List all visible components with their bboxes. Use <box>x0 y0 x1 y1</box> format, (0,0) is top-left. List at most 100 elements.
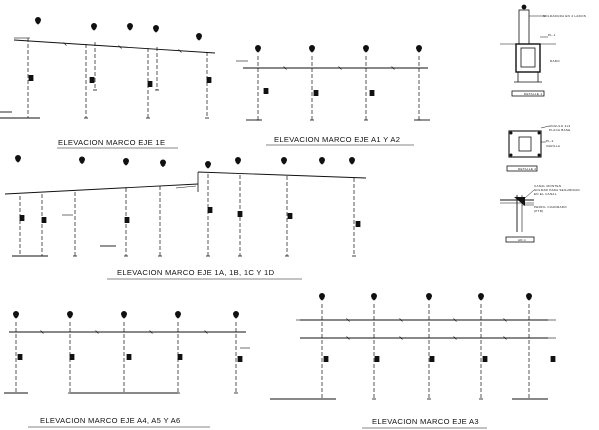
column-tag <box>89 77 95 83</box>
axis-marker <box>526 292 533 301</box>
column-tag <box>355 221 361 227</box>
frame-1a-1d <box>4 154 367 257</box>
column-tag <box>19 215 25 221</box>
axis-bubble <box>425 292 432 299</box>
axis-marker <box>91 22 98 31</box>
caption-box <box>506 165 538 172</box>
axis-pointer <box>363 50 369 53</box>
note-detail3-ptr: (PTR) <box>534 209 544 213</box>
axis-marker <box>123 157 130 166</box>
note-detail1-pedestal: DADO <box>550 59 560 63</box>
axis-bubble <box>35 16 42 23</box>
axis-pointer <box>233 316 239 319</box>
axis-marker <box>152 24 159 33</box>
roof-beam <box>13 39 216 54</box>
column-tag <box>41 217 47 223</box>
axis-marker <box>79 156 86 165</box>
axis-pointer <box>153 30 159 33</box>
axis-pointer <box>123 163 129 166</box>
roof-beam-left <box>4 183 199 195</box>
anchor-bolt <box>509 153 513 157</box>
axis-bubble <box>121 310 128 317</box>
roof-beam-right <box>197 171 367 179</box>
column-tag <box>237 356 243 362</box>
axis-pointer <box>426 298 432 301</box>
axis-marker <box>362 45 369 53</box>
column-outline <box>518 136 532 152</box>
axis-marker <box>127 22 134 31</box>
axis-bubble <box>67 310 74 317</box>
axis-bubble <box>127 22 134 29</box>
axis-bubble <box>362 45 369 52</box>
axis-pointer <box>255 50 261 53</box>
axis-pointer <box>196 38 202 41</box>
axis-pointer <box>67 316 73 319</box>
frame-a3 <box>270 292 556 400</box>
axis-marker <box>12 310 19 319</box>
anchor-bolt <box>509 131 513 135</box>
construction-details <box>500 4 556 243</box>
column-tag <box>126 354 132 360</box>
dimension-tick <box>391 66 395 70</box>
anchor-bolt <box>537 131 541 135</box>
dimension-tick <box>453 318 457 322</box>
axis-pointer <box>526 298 532 301</box>
axis-marker <box>308 45 315 53</box>
axis-bubble <box>415 45 422 52</box>
axis-marker <box>415 45 422 53</box>
column-tag <box>206 77 212 83</box>
caption-detail-2: DETALLE 2 <box>518 167 536 171</box>
dimension-tick <box>95 330 99 334</box>
axis-bubble <box>280 156 287 163</box>
column-tag <box>237 211 243 217</box>
column-section <box>518 9 530 45</box>
axis-pointer <box>160 164 166 168</box>
axis-pointer <box>309 50 315 53</box>
axis-bubble <box>254 45 261 52</box>
dimension-tick <box>346 318 350 322</box>
axis-bubble <box>526 292 533 299</box>
axis-marker <box>477 292 484 301</box>
dimension-tick <box>178 49 182 53</box>
note-detail2-rod: VARILLA <box>546 144 560 148</box>
axis-pointer <box>91 28 97 31</box>
axis-bubble <box>204 160 211 167</box>
column-tag <box>313 90 319 96</box>
frame-elevations <box>0 16 556 400</box>
dimension-tick <box>503 336 507 340</box>
axis-marker <box>234 156 241 165</box>
title-frame-a4-a6: ELEVACION MARCO EJE A4, A5 Y A6 <box>28 416 210 428</box>
frame-a4-a6 <box>4 310 250 394</box>
axis-marker <box>370 292 377 301</box>
base-plate <box>508 130 542 158</box>
axis-marker <box>35 16 42 25</box>
column-tag <box>263 88 269 94</box>
axis-bubble <box>79 156 86 163</box>
title-text-frame-1a-1d: ELEVACION MARCO EJE 1A, 1B, 1C Y 1D <box>117 268 275 277</box>
axis-marker <box>159 159 166 168</box>
column-tag <box>147 81 153 87</box>
axis-bubble <box>232 310 239 317</box>
axis-pointer <box>319 162 325 165</box>
note-detail1-weld: SOLDADURA EN 4 LADOS <box>543 14 586 18</box>
axis-marker <box>348 156 355 165</box>
axis-bubble <box>152 24 159 31</box>
title-text-frame-1e: ELEVACION MARCO EJE 1E <box>58 138 165 147</box>
column-tag <box>482 356 488 362</box>
caption-detail-3: AD-1 <box>518 238 526 242</box>
axis-pointer <box>35 22 41 25</box>
title-text-frame-a4-a6: ELEVACION MARCO EJE A4, A5 Y A6 <box>40 416 181 425</box>
axis-marker <box>232 310 239 319</box>
axis-marker <box>121 310 128 319</box>
axis-bubble <box>234 156 241 163</box>
dimension-tick <box>399 318 403 322</box>
axis-bubble <box>91 22 98 29</box>
axis-bubble <box>174 310 181 317</box>
axis-bubble <box>318 156 325 163</box>
note-detail3-weld: SOLDAR PARA SEGURIDAD <box>534 188 580 192</box>
axis-pointer <box>175 316 181 319</box>
axis-pointer <box>478 298 484 301</box>
caption-box <box>511 90 545 97</box>
axis-marker <box>318 156 325 165</box>
axis-pointer <box>13 316 19 319</box>
